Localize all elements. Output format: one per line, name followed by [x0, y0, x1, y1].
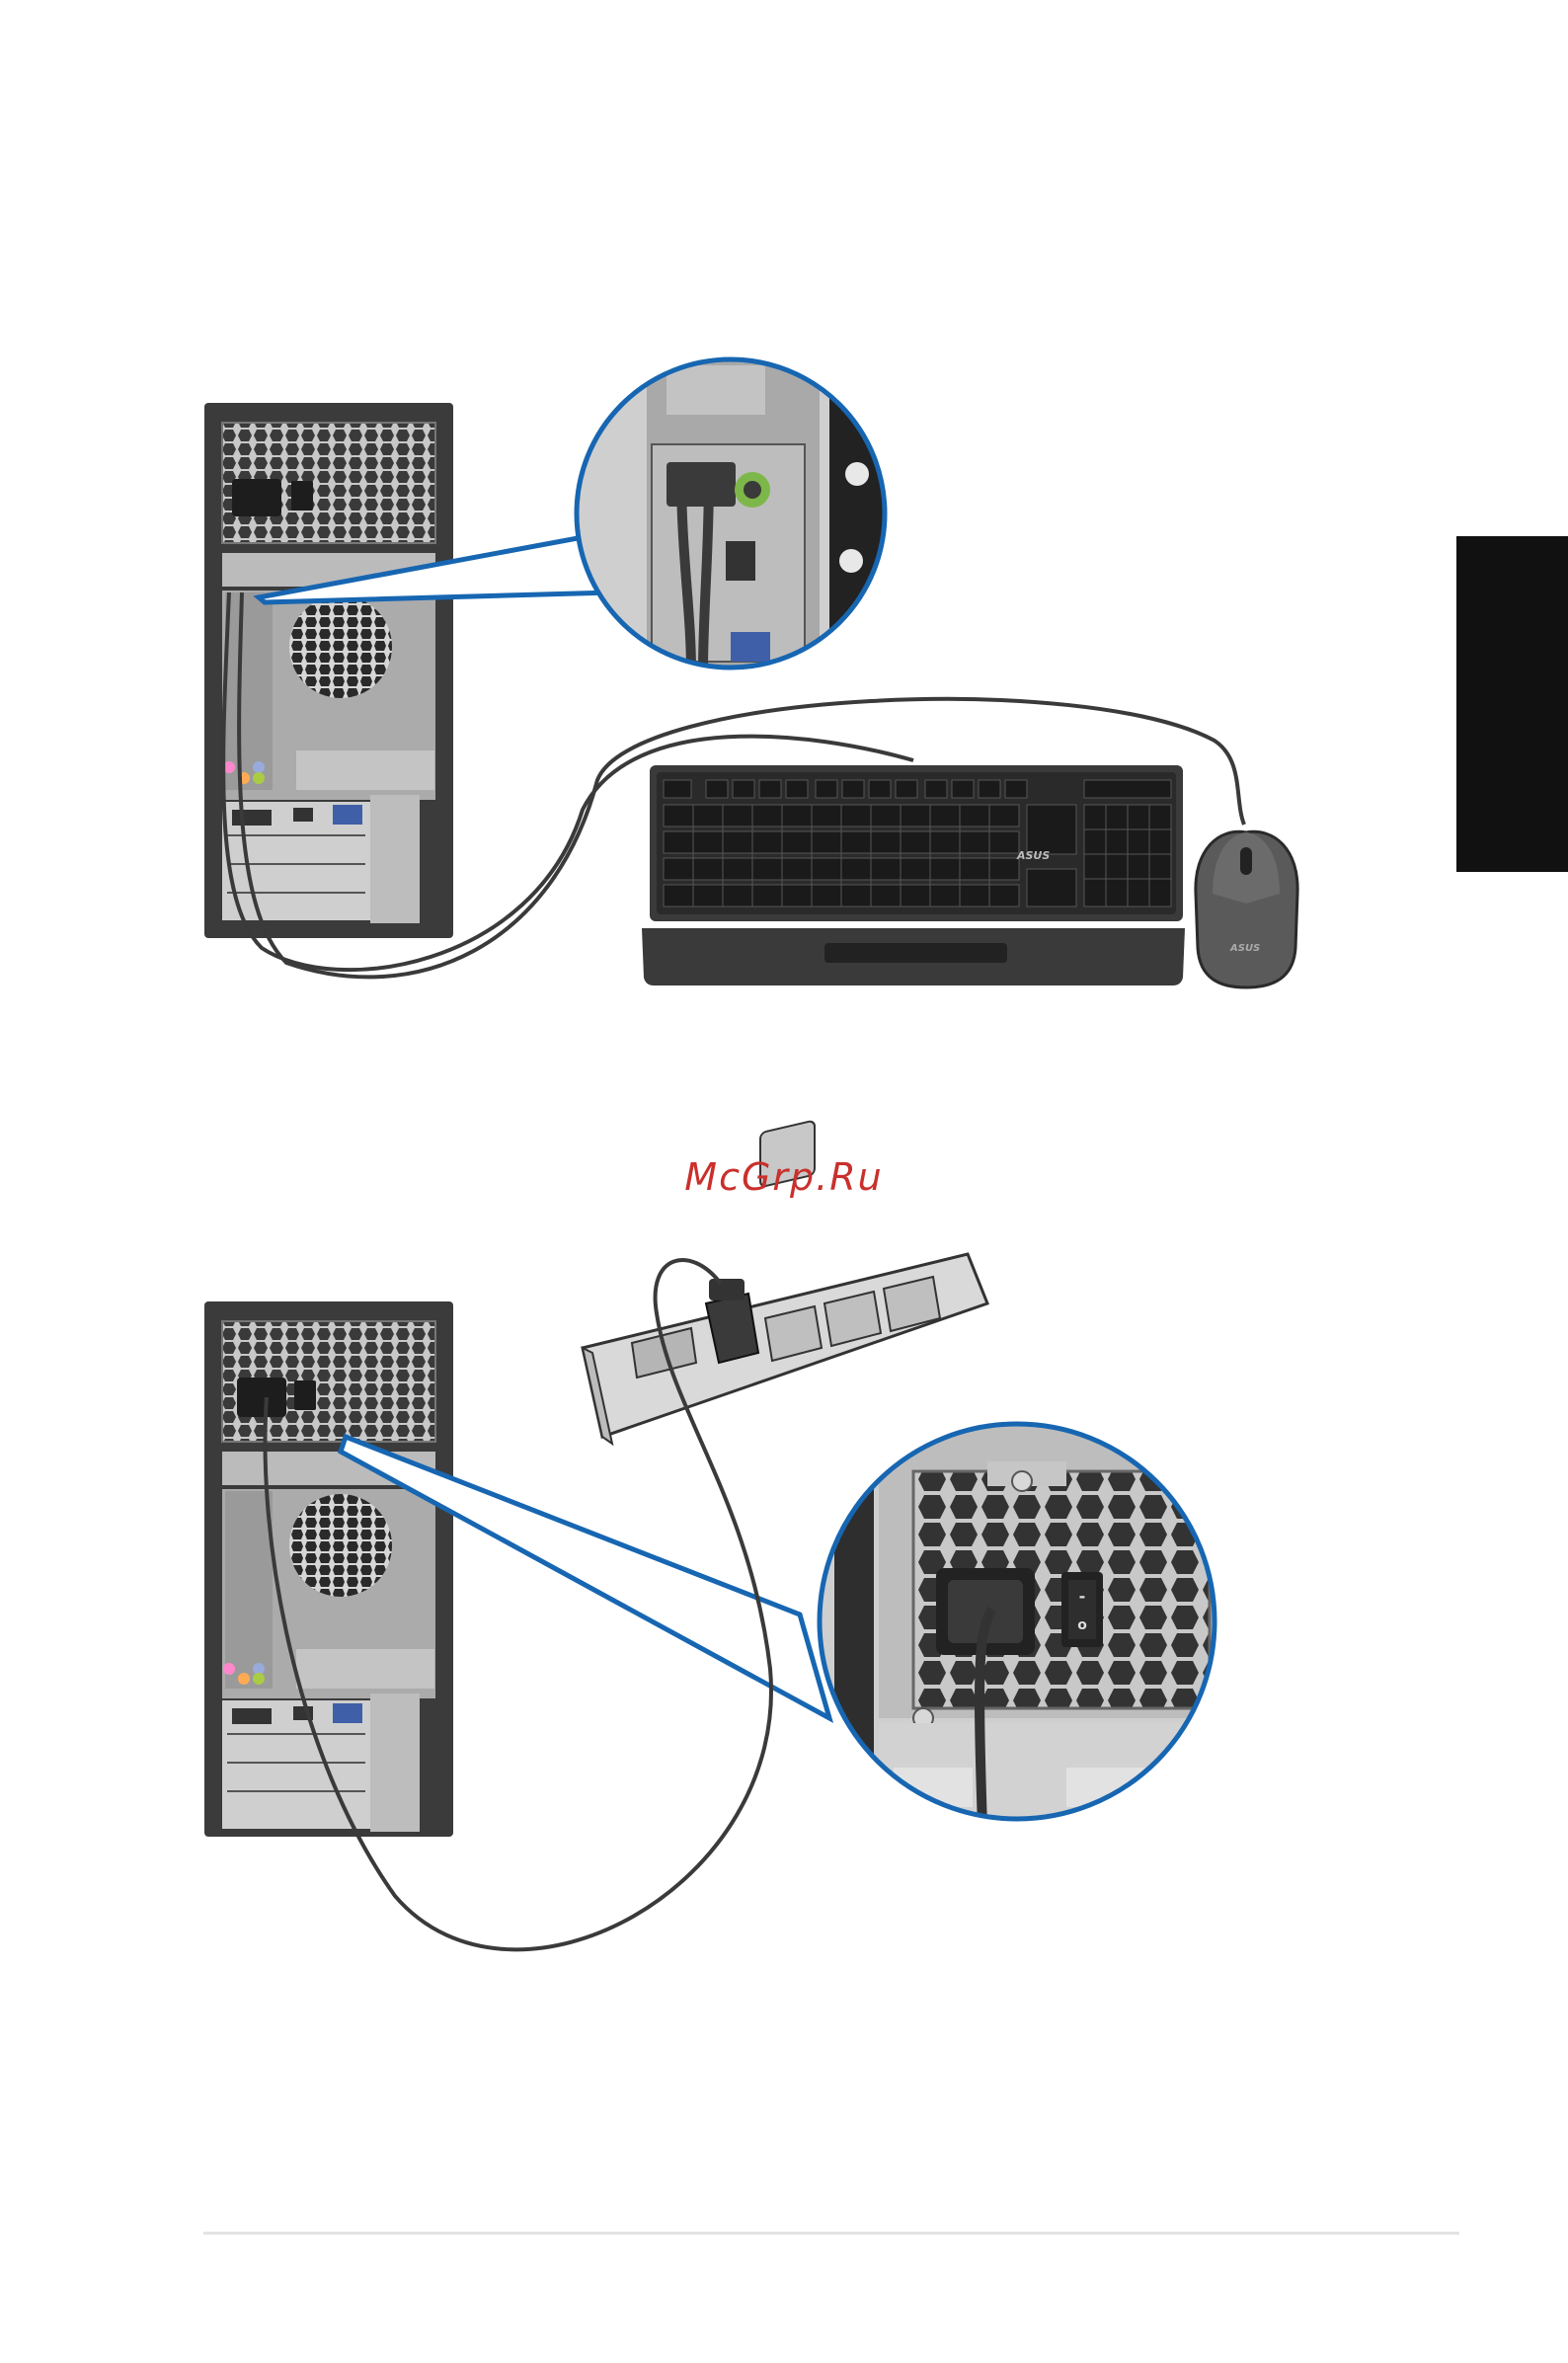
figure-keyboard-mouse: ASUS ASUS: [204, 355, 1297, 987]
footer-rule: [203, 2232, 1459, 2235]
switch-off-label: o: [1077, 1617, 1087, 1633]
mouse: ASUS: [1196, 831, 1297, 987]
pc-tower-rear-2: [204, 1301, 453, 1837]
figure-power: - o: [204, 1121, 1215, 1950]
keyboard: ASUS: [642, 765, 1185, 985]
keyboard-logo: ASUS: [1016, 849, 1050, 862]
callout-zoom-power: - o: [820, 1422, 1215, 1827]
callout-zoom-ps2: [573, 355, 889, 671]
switch-on-label: -: [1079, 1587, 1086, 1606]
mouse-logo: ASUS: [1229, 943, 1260, 954]
watermark: McGrp.Ru: [0, 1155, 1568, 1199]
